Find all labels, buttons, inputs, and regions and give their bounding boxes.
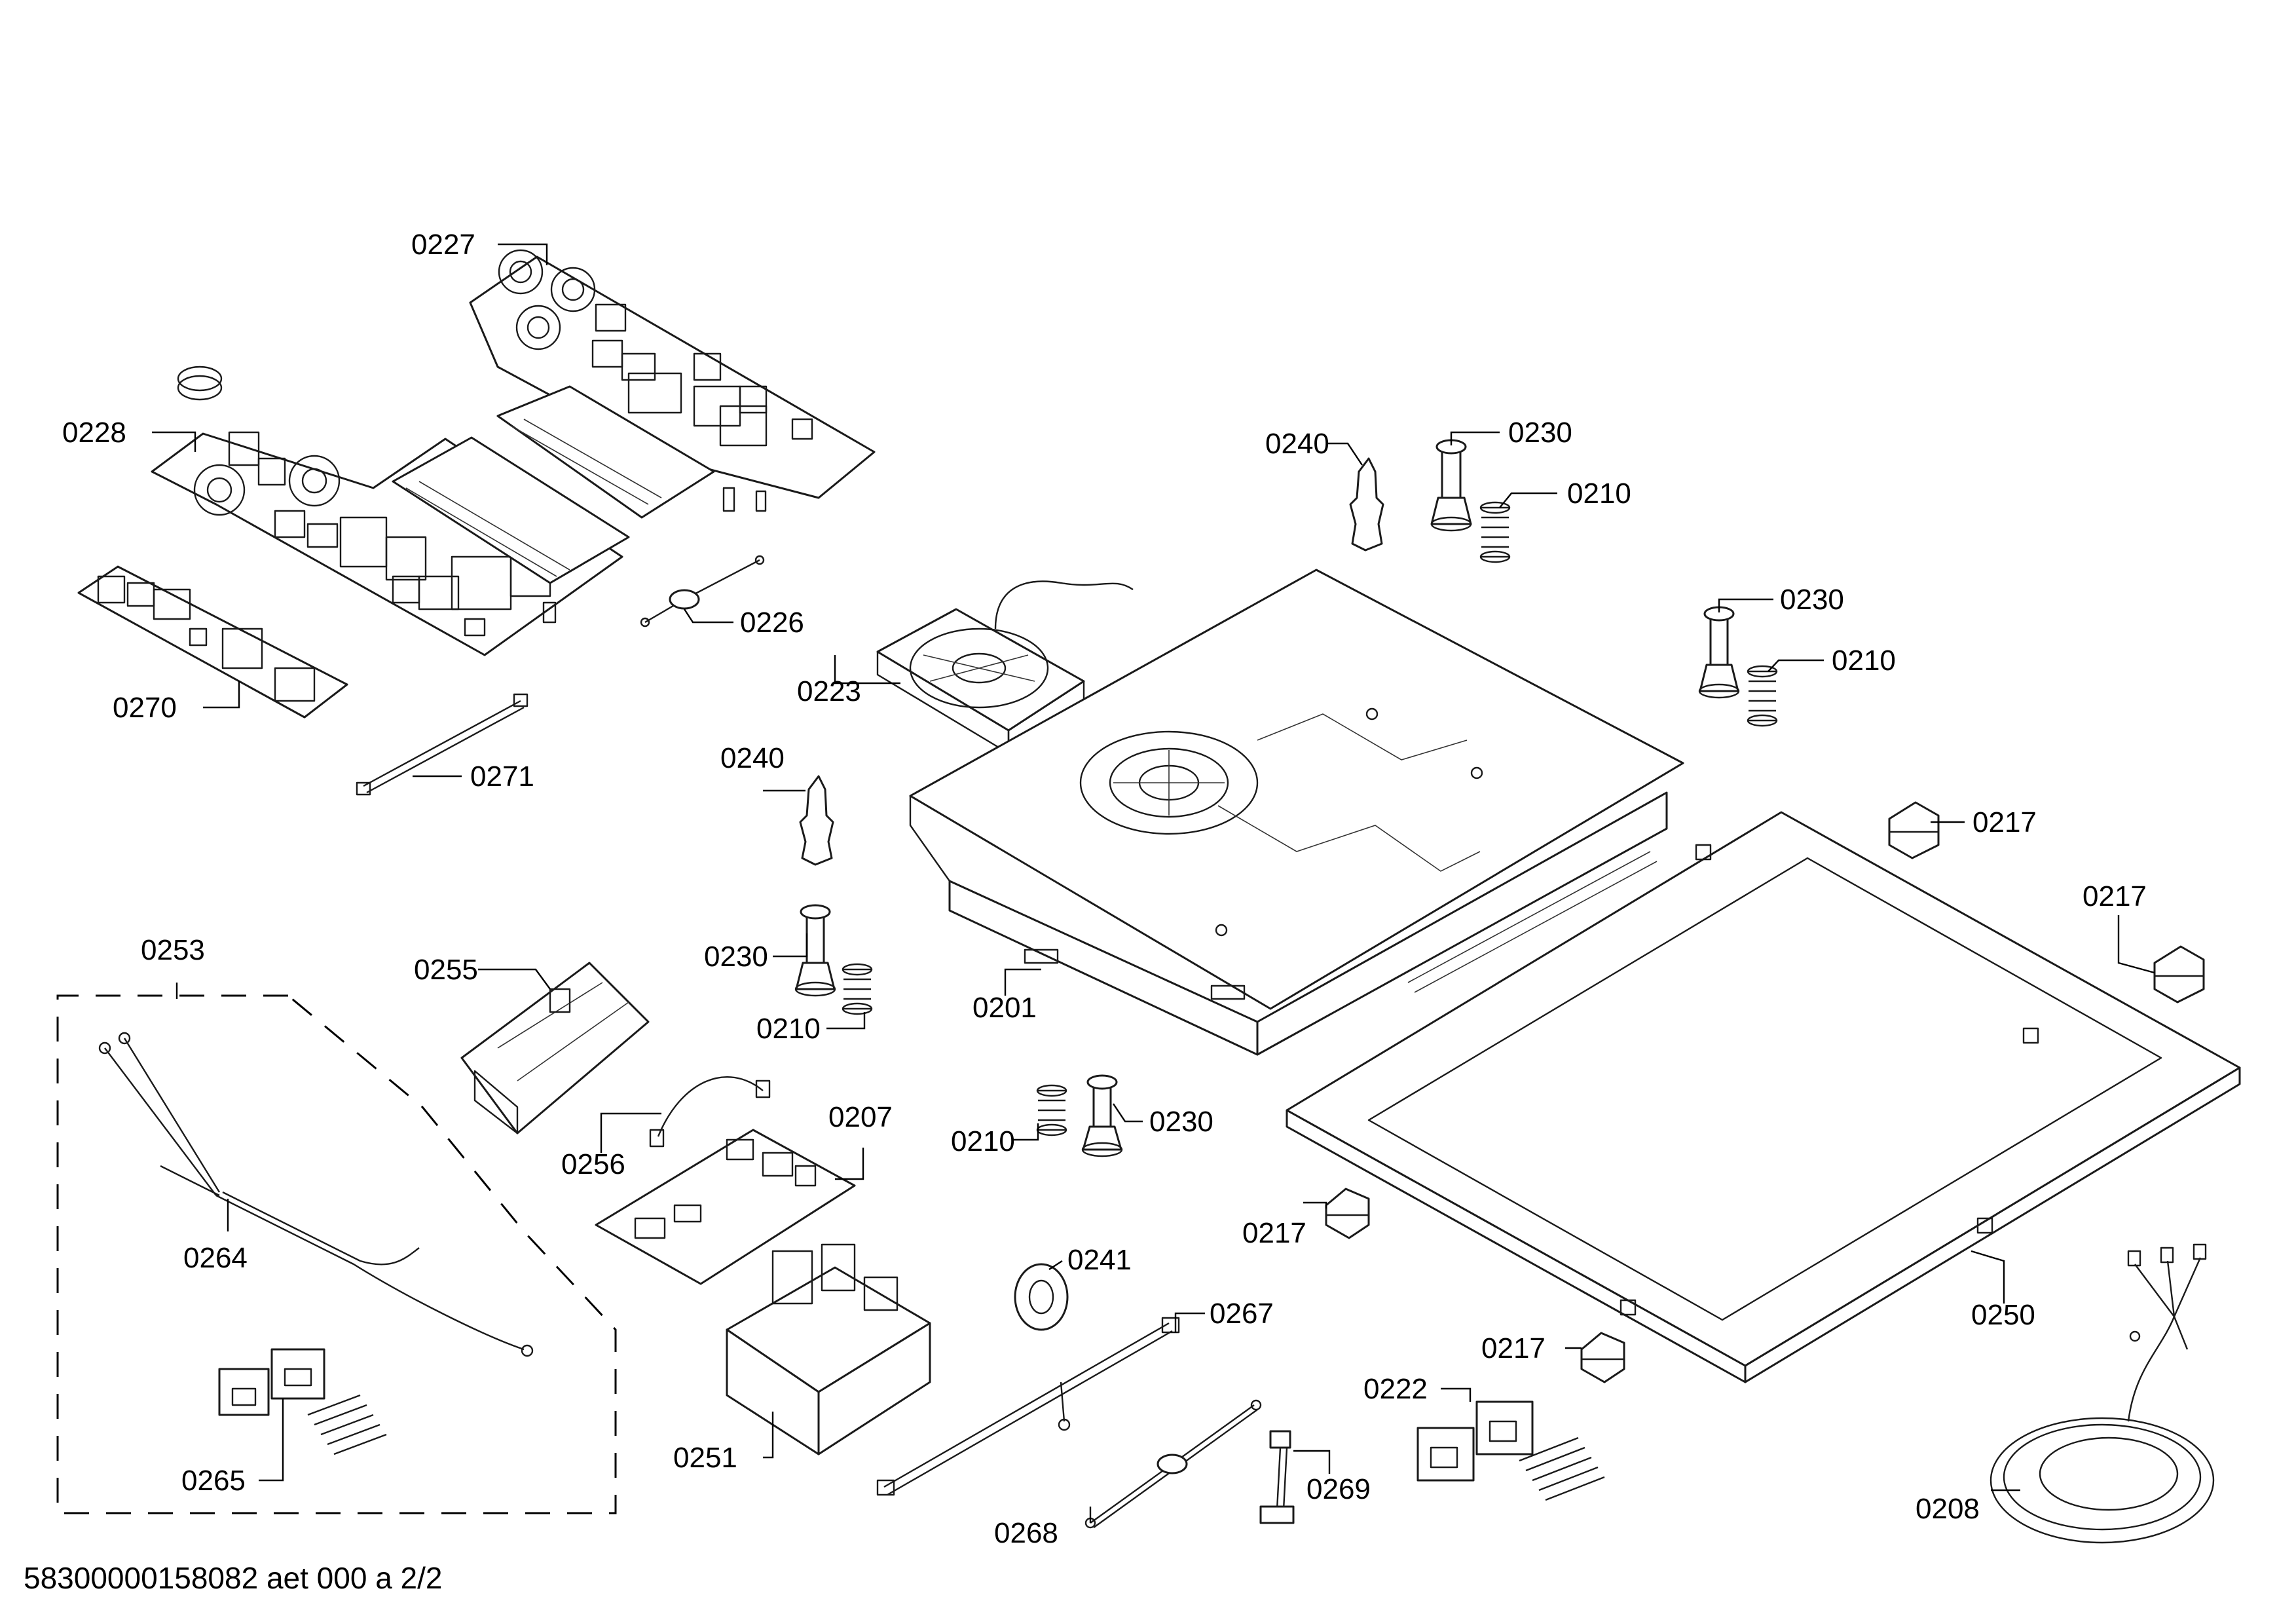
callout-0228: 0228 (62, 417, 126, 449)
callout-labels: 0227 0228 0226 0270 0271 0223 0240 0230 … (62, 229, 2147, 1549)
callout-0210-top: 0210 (1567, 478, 1631, 510)
callout-0250: 0250 (1971, 1299, 2035, 1331)
callout-0255: 0255 (414, 954, 478, 986)
part-0210-spring-right (1747, 665, 1778, 727)
callout-0201: 0201 (972, 992, 1037, 1024)
callout-0226: 0226 (740, 607, 804, 639)
callout-0241: 0241 (1067, 1244, 1132, 1276)
callout-0227: 0227 (411, 229, 475, 261)
part-0241-ferrite-ring (1014, 1263, 1069, 1331)
callout-0269: 0269 (1306, 1473, 1371, 1505)
leader-lines (152, 243, 2155, 1523)
part-0240-pin-top (1349, 457, 1384, 552)
part-0271-cable (356, 693, 528, 796)
callout-0222: 0222 (1363, 1373, 1428, 1405)
part-0217-clip-d (1580, 1332, 1625, 1383)
callout-0210-low: 0210 (951, 1125, 1015, 1157)
callout-0223: 0223 (797, 675, 861, 707)
callout-0271: 0271 (470, 760, 534, 793)
part-0217-clip-b (2153, 945, 2205, 1004)
callout-0217-a: 0217 (1972, 806, 2037, 838)
part-0267-cable (876, 1317, 1180, 1496)
callout-0217-d: 0217 (1481, 1332, 1546, 1364)
callout-0230-low: 0230 (1149, 1106, 1213, 1138)
part-0222-terminal-blocks (1416, 1400, 1605, 1501)
part-0270-control-board (77, 565, 348, 719)
part-0256-cable-link (649, 1076, 771, 1148)
part-0210-spring-low (1036, 1084, 1067, 1136)
callout-0210-right: 0210 (1832, 645, 1896, 677)
part-0269-connector (1259, 1430, 1295, 1524)
part-0265-terminal-blocks (218, 1348, 387, 1455)
part-0250-frame (1286, 811, 2241, 1383)
part-0227-power-board (469, 249, 876, 519)
callout-0256: 0256 (561, 1148, 625, 1180)
part-0201-base-tray (909, 569, 1684, 1056)
callout-0207: 0207 (828, 1101, 893, 1133)
callout-0265: 0265 (181, 1465, 246, 1497)
callout-0210-mid: 0210 (756, 1013, 821, 1045)
part-0253-kit-boundary (56, 994, 617, 1514)
callout-0251: 0251 (673, 1442, 737, 1474)
part-0264-harness (98, 1032, 534, 1357)
callout-0230-top: 0230 (1508, 417, 1572, 449)
part-0268-cable (1084, 1399, 1262, 1529)
part-0217-clip-c (1325, 1188, 1370, 1239)
part-0210-spring-top (1479, 501, 1511, 563)
callout-0253: 0253 (141, 934, 205, 966)
callout-0230-mid: 0230 (704, 941, 768, 973)
part-0228-main-board (151, 366, 630, 656)
part-0217-clip-a (1888, 801, 1940, 859)
part-0251-relay-housing (726, 1243, 931, 1455)
part-0255-bracket (460, 962, 650, 1135)
part-0230-foot-mid (794, 904, 836, 997)
callout-0240-top: 0240 (1265, 428, 1329, 460)
callout-0268: 0268 (994, 1517, 1058, 1549)
callout-0217-b: 0217 (2083, 880, 2147, 912)
document-code: 58300000158082 aet 000 a 2/2 (24, 1561, 443, 1595)
callout-0264: 0264 (183, 1242, 248, 1274)
callout-0217-c: 0217 (1242, 1217, 1306, 1249)
callout-0240-mid: 0240 (720, 742, 785, 774)
part-0230-foot-top (1430, 439, 1472, 532)
part-0208-power-cord (1990, 1243, 2215, 1544)
callout-0270: 0270 (113, 692, 177, 724)
part-0230-foot-right (1698, 606, 1740, 699)
part-0230-foot-low (1081, 1074, 1123, 1157)
part-0240-pin-mid (799, 775, 834, 866)
part-0207-board (595, 1129, 856, 1285)
callout-0230-right: 0230 (1780, 584, 1844, 616)
part-0210-spring-mid (842, 963, 873, 1015)
callout-0208: 0208 (1916, 1493, 1980, 1525)
part-0226-choke (640, 555, 765, 628)
callout-0267: 0267 (1210, 1298, 1274, 1330)
